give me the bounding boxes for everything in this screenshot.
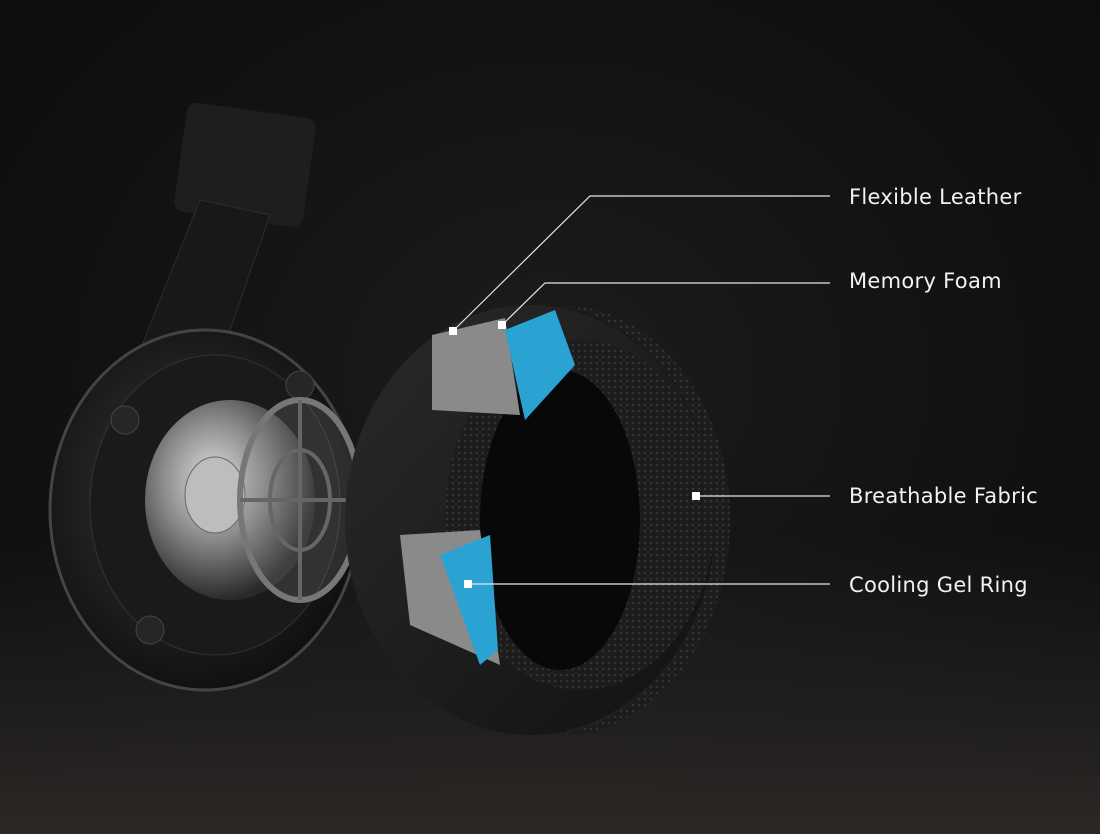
label-breathable-fabric: Breathable Fabric [849,484,1039,508]
driver-grille [237,397,363,603]
label-flexible-leather: Flexible Leather [849,185,1022,209]
cooling-gel-top [505,310,575,420]
ear-cup [48,328,362,692]
label-memory-foam: Memory Foam [849,269,1002,293]
label-cooling-gel-ring: Cooling Gel Ring [849,573,1028,597]
callout-lines [452,195,830,585]
callout-dots [449,321,700,588]
ear-pad [345,305,730,735]
cooling-gel-bottom [440,535,498,665]
headband [139,102,316,351]
